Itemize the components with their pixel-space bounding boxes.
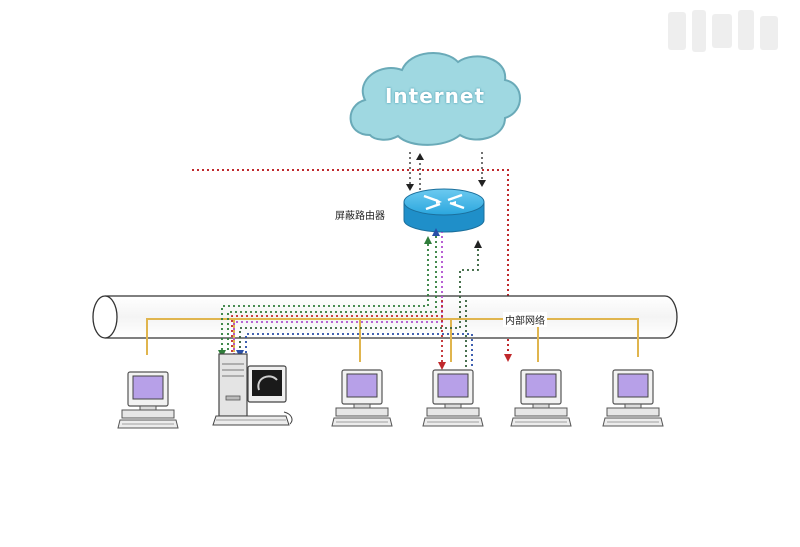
internal-network-label: 内部网络	[503, 312, 547, 327]
router-label: 屏蔽路由器	[335, 211, 385, 222]
workstation-icon	[331, 369, 393, 427]
network-bus	[146, 318, 639, 362]
internet-label: Internet	[384, 84, 486, 108]
workstation-icon	[602, 369, 664, 427]
cloud-icon	[349, 51, 521, 146]
traffic-paths	[221, 232, 479, 370]
workstation-icon	[117, 371, 179, 429]
watermark-logo	[668, 10, 778, 52]
cloud-router-links	[406, 152, 486, 191]
router-icon	[403, 188, 485, 233]
server-icon	[212, 353, 293, 426]
workstation-icon	[510, 369, 572, 427]
network-pipe	[92, 295, 678, 339]
path-red-outer	[192, 169, 509, 360]
workstation-icon	[422, 369, 484, 427]
